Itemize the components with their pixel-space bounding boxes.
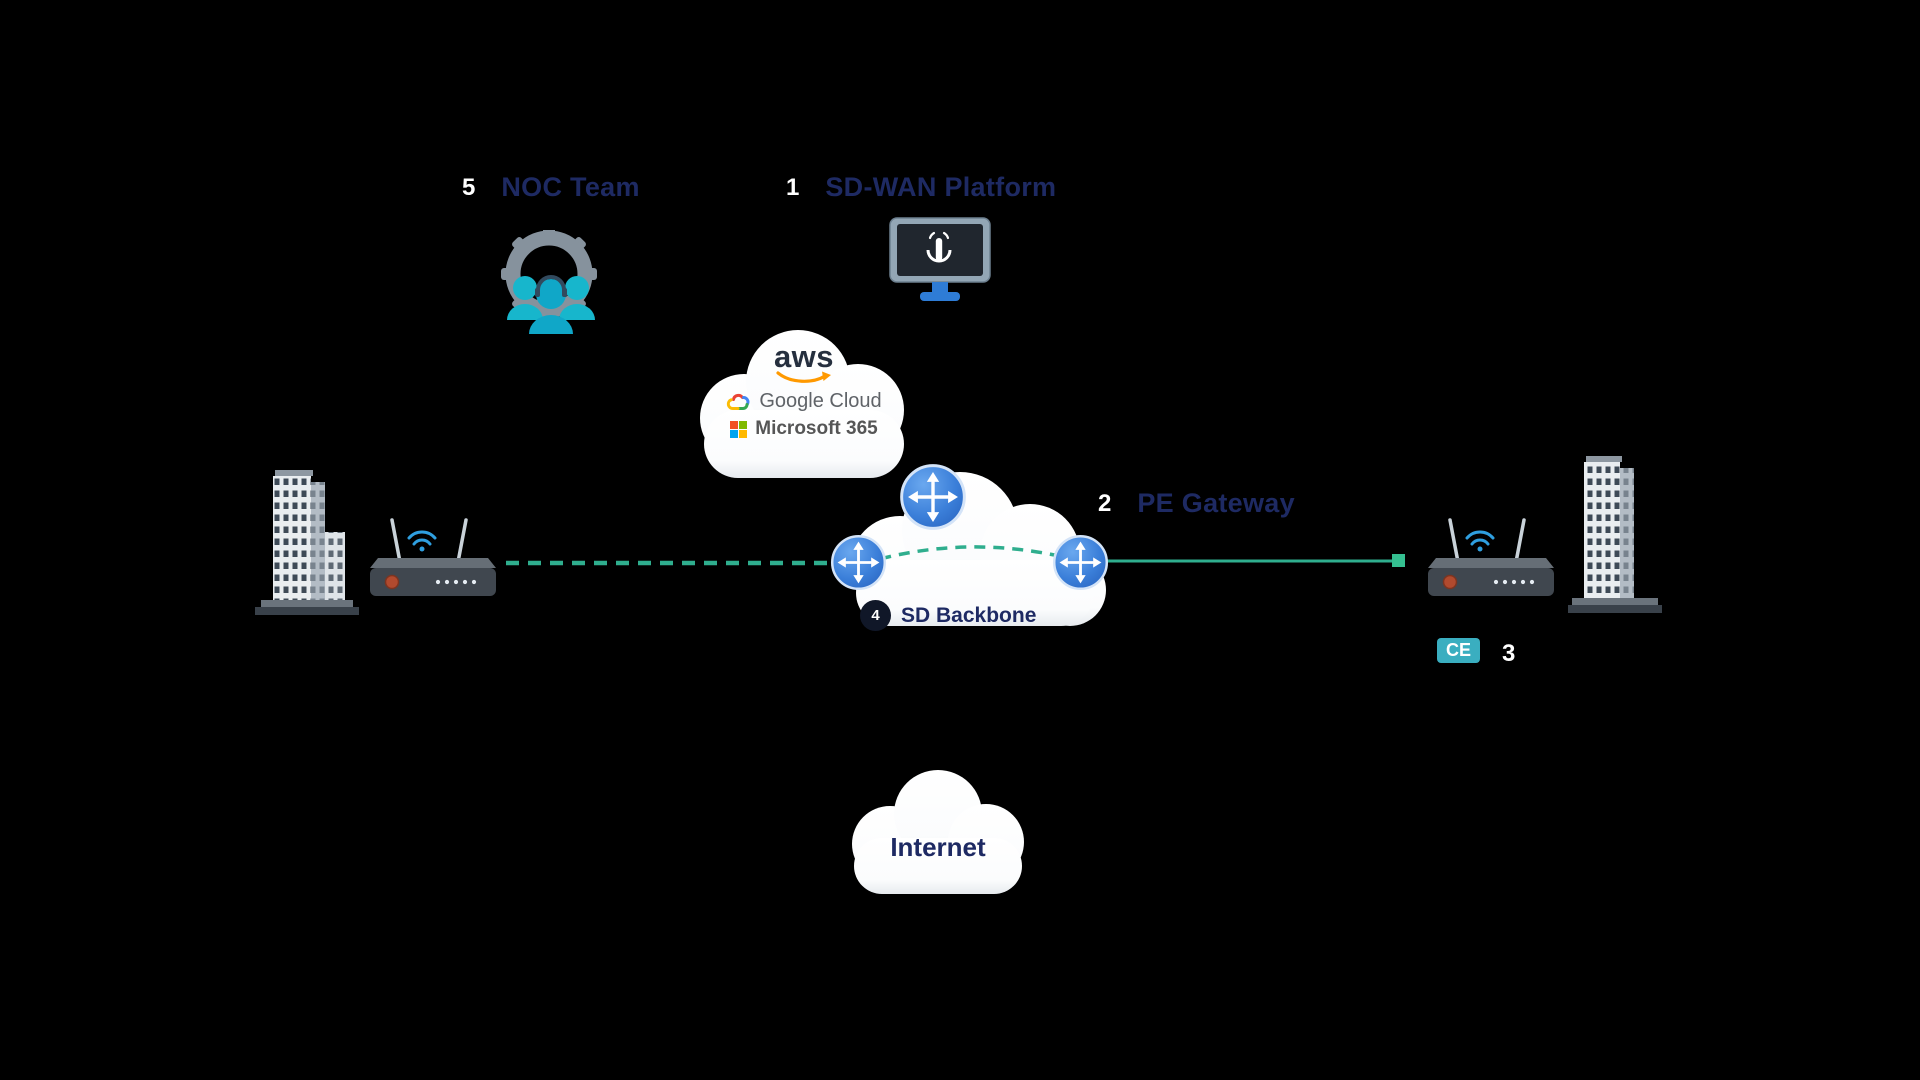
noc-team-label-row: 5 NOC Team xyxy=(462,172,640,203)
power-led xyxy=(384,574,400,590)
antennas xyxy=(1448,518,1526,564)
noc-team-label: NOC Team xyxy=(501,172,640,202)
router-node-right xyxy=(1052,534,1109,591)
microsoft-365-logo: Microsoft 365 xyxy=(730,418,878,440)
tap-hand-icon xyxy=(926,231,952,263)
google-cloud-logo: Google Cloud xyxy=(726,390,882,413)
cpe-router-left xyxy=(370,518,496,596)
pe-gateway-label-row: 2 PE Gateway xyxy=(1098,488,1295,519)
google-cloud-wordmark: Google Cloud xyxy=(759,390,882,413)
building-right xyxy=(1568,456,1662,613)
microsoft-365-wordmark: Microsoft 365 xyxy=(755,418,878,440)
internet-cloud xyxy=(852,770,1024,894)
gear-icon xyxy=(501,230,597,322)
microsoft-squares-icon xyxy=(730,420,748,438)
link-endpoint-square xyxy=(1392,554,1405,567)
headset-icon xyxy=(536,275,566,291)
aws-logo: aws xyxy=(773,339,835,385)
step-number-4: 4 xyxy=(871,607,880,624)
cloud-provider-logos: aws Google Cloud Microsoft 365 xyxy=(686,339,922,440)
ce-chip: CE xyxy=(1437,638,1481,663)
management-console-icon xyxy=(889,217,991,301)
team-figures xyxy=(507,275,595,334)
aws-wordmark: aws xyxy=(773,339,835,374)
sdwan-platform-label-row: 1 SD-WAN Platform xyxy=(786,172,1056,203)
aws-smile-arrow-icon xyxy=(776,371,831,384)
internet-label: Internet xyxy=(890,832,986,862)
router-node-left xyxy=(830,534,887,591)
antennas xyxy=(390,518,468,564)
status-leds xyxy=(435,579,477,585)
power-led xyxy=(1442,574,1458,590)
cpe-router-right xyxy=(1428,518,1554,596)
noc-team-icon xyxy=(501,230,597,334)
pe-gateway-label: PE Gateway xyxy=(1137,488,1295,518)
step-badge-4: 4 xyxy=(860,600,891,631)
building-left xyxy=(255,470,359,615)
step-number-3: 3 xyxy=(1502,640,1516,667)
sd-backbone-label: SD Backbone xyxy=(901,604,1037,627)
sdwan-platform-label: SD-WAN Platform xyxy=(825,172,1057,202)
router-node-top xyxy=(899,463,967,531)
status-leds xyxy=(1493,579,1535,585)
wifi-icon xyxy=(1465,530,1495,546)
step-number-2: 2 xyxy=(1098,489,1112,517)
cloud-providers-cloud xyxy=(700,330,904,478)
step-number-5: 5 xyxy=(462,173,476,201)
wifi-icon xyxy=(407,530,437,546)
step-number-1: 1 xyxy=(786,173,800,201)
google-cloud-icon xyxy=(727,394,750,411)
